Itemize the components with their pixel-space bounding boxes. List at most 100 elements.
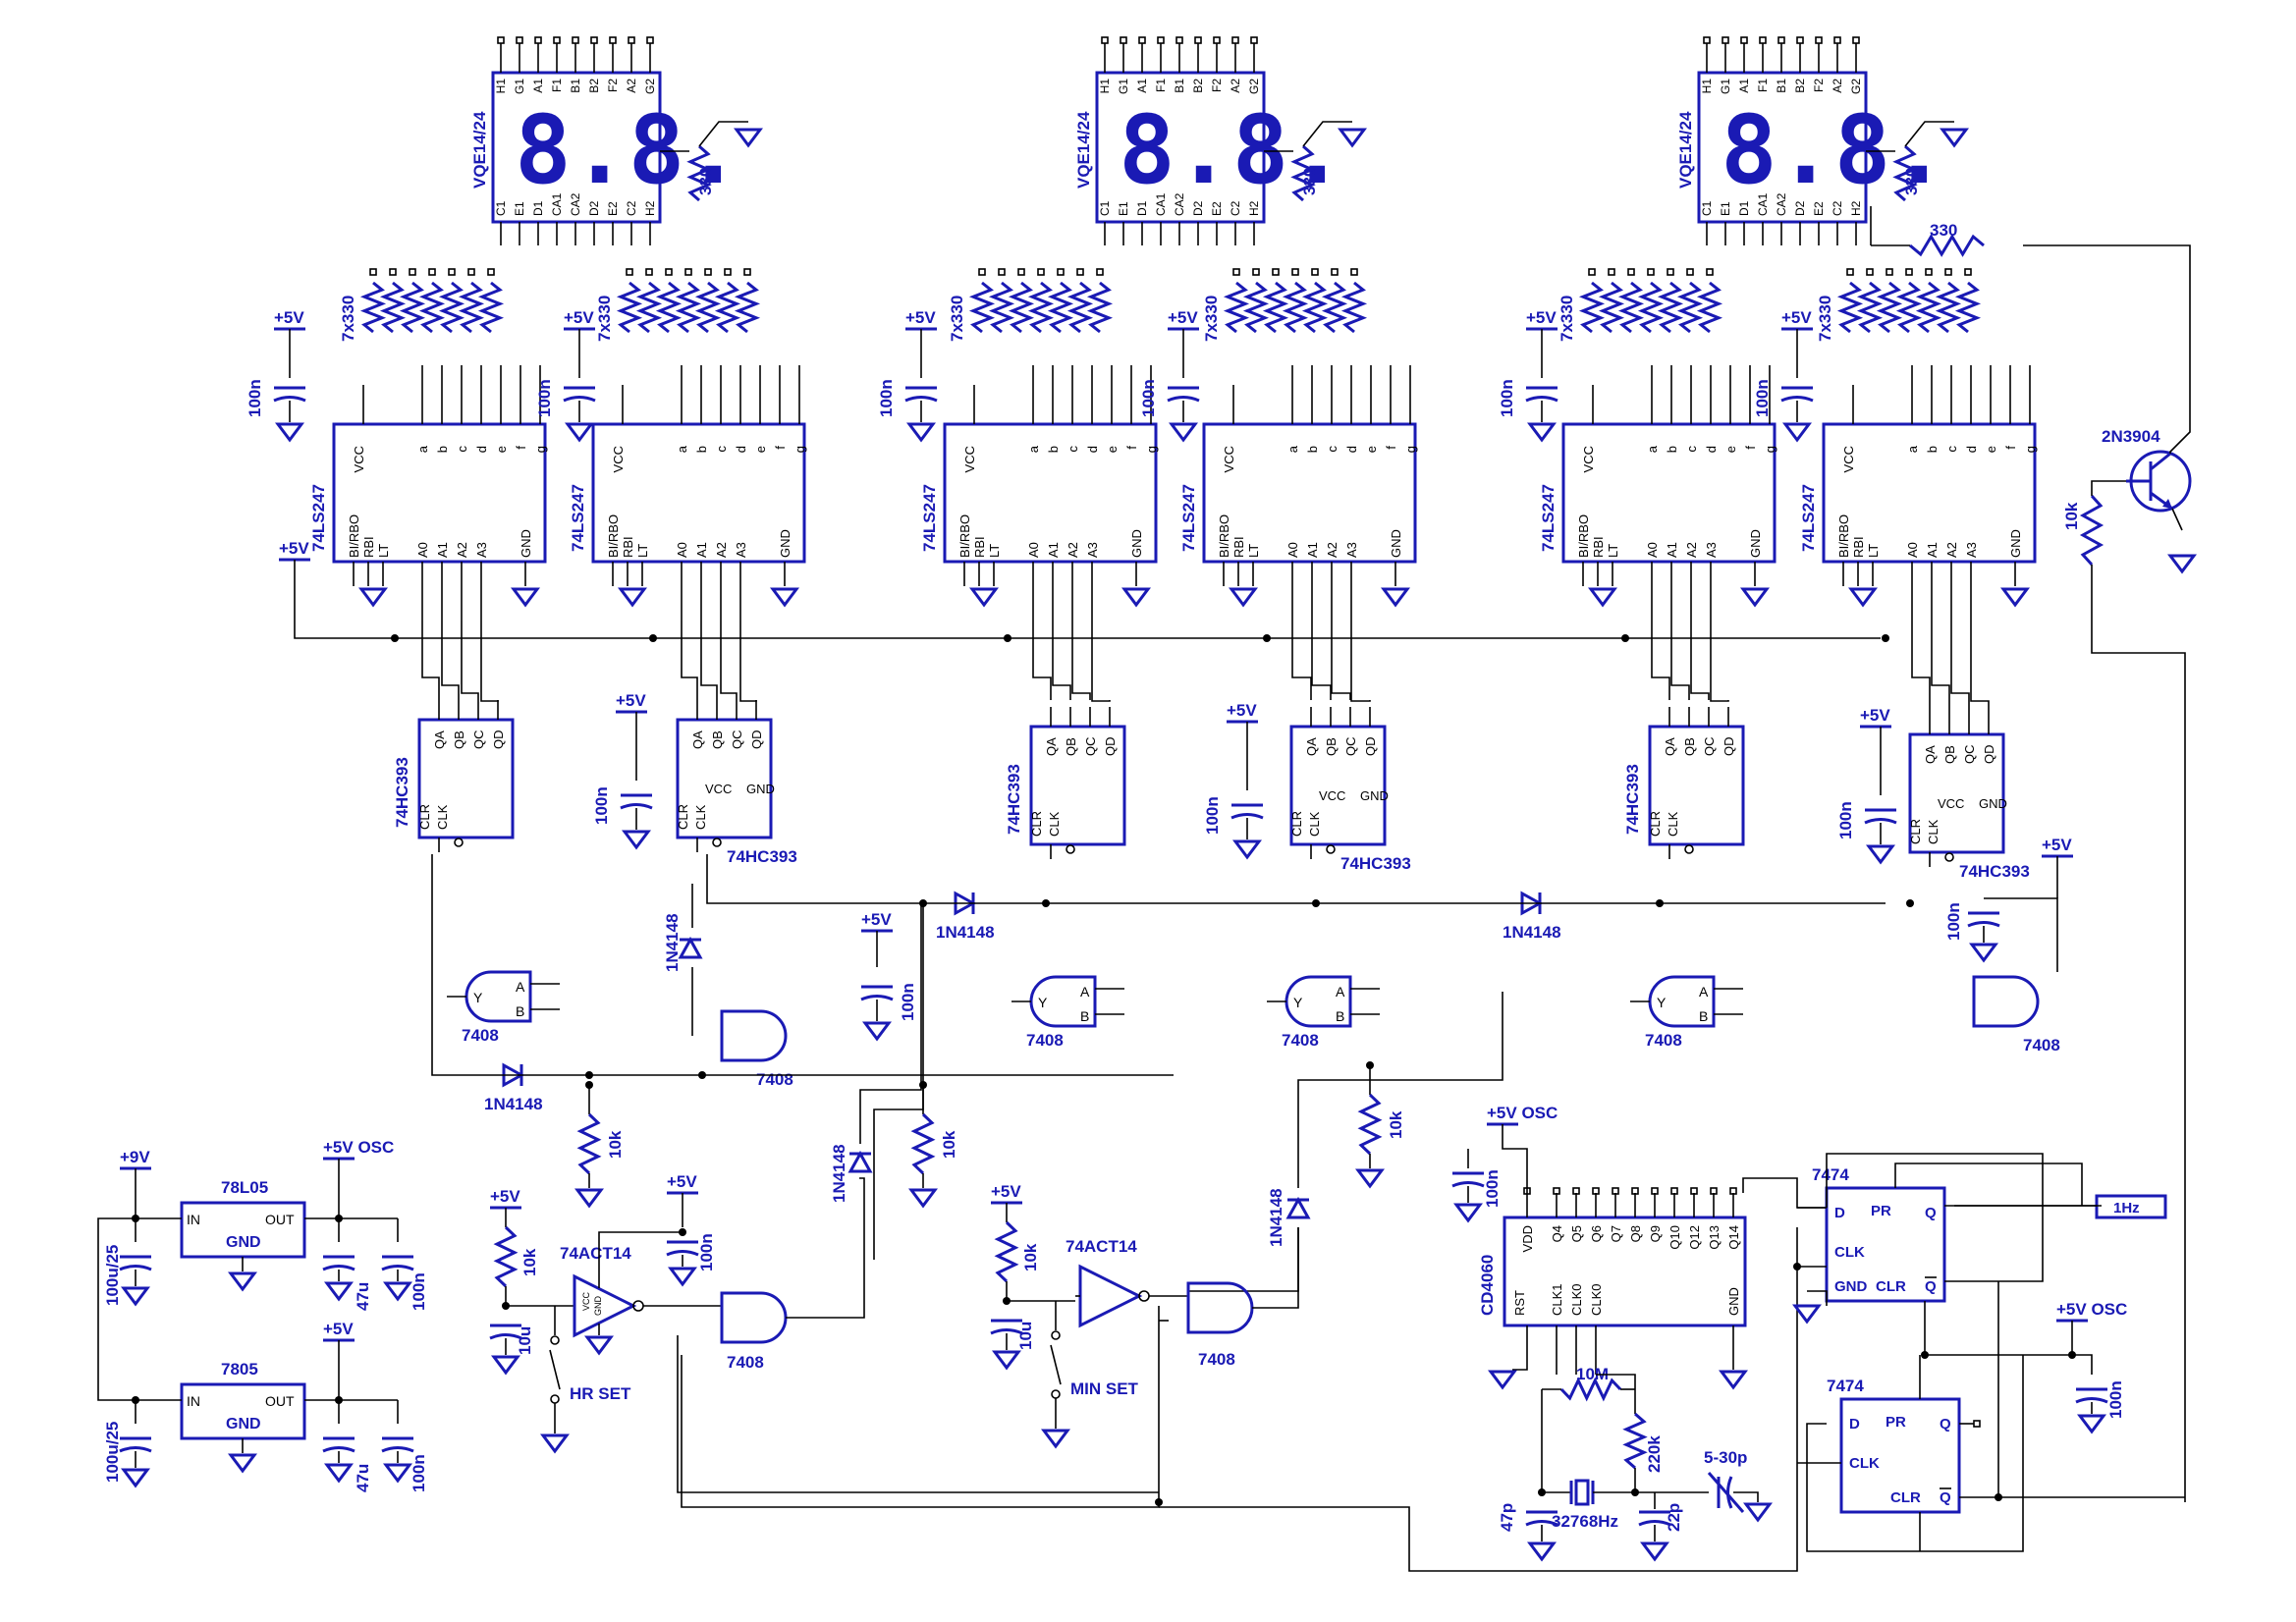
- schematic-mark: [1357, 1093, 1383, 1156]
- schematic-mark: [700, 621, 718, 700]
- schematic-label: QA: [1304, 737, 1319, 756]
- schematic-label: Y: [1038, 995, 1048, 1010]
- schematic-mark: [1047, 281, 1074, 334]
- schematic-mark: [1892, 144, 1918, 202]
- schematic-mark: [1777, 36, 1785, 44]
- schematic-label: 100n: [1139, 379, 1158, 417]
- schematic-mark: [448, 268, 456, 276]
- schematic-mark: [2171, 508, 2183, 531]
- schematic-mark: [1004, 634, 1011, 642]
- schematic-mark: [381, 1446, 414, 1453]
- schematic-label: LT: [1866, 544, 1881, 558]
- schematic-label: 10k: [1387, 1110, 1405, 1139]
- schematic-mark: [1656, 899, 1664, 907]
- schematic-label: D2: [587, 200, 601, 216]
- schematic-mark: [1667, 268, 1674, 276]
- schematic-mark: [573, 1273, 637, 1338]
- schematic-label: PR: [1871, 1203, 1891, 1219]
- schematic-label: 7805: [221, 1360, 258, 1379]
- schematic-mark: [1232, 839, 1262, 860]
- schematic-mark: [1027, 281, 1055, 334]
- schematic-label: +5V: [1781, 308, 1812, 327]
- schematic-label: A3: [1964, 542, 1979, 558]
- schematic-mark: [1301, 281, 1329, 334]
- schematic-label: E1: [1117, 201, 1130, 216]
- schematic-mark: [1525, 1520, 1558, 1527]
- schematic-mark: [421, 621, 440, 700]
- schematic-label: 7408: [1645, 1031, 1682, 1050]
- res-array-3: 7x330: [948, 268, 1114, 342]
- schematic-label: G2: [1247, 79, 1261, 94]
- schematic-label: 100n: [410, 1454, 428, 1492]
- schematic-label: GND: [519, 529, 533, 558]
- schematic-label: +5V: [991, 1182, 1021, 1201]
- schematic-mark: [121, 1468, 150, 1488]
- schematic-label: e: [1723, 446, 1738, 453]
- schematic-mark: [418, 281, 446, 334]
- pulldown-3: 10k: [1355, 1061, 1405, 1189]
- schematic-label: VCC: [705, 782, 732, 796]
- schematic-label: +5V: [905, 308, 936, 327]
- schematic-label: Q14: [1726, 1225, 1741, 1250]
- res-array-1: 7x330: [339, 268, 505, 342]
- schematic-label: 47u: [354, 1282, 372, 1311]
- schematic-mark: [968, 281, 996, 334]
- schematic-label: A: [516, 979, 525, 995]
- schematic-label: A1: [1305, 542, 1320, 558]
- schematic-mark: [502, 1302, 510, 1310]
- schematic-label: f: [1384, 446, 1398, 450]
- schematic-mark: [2000, 587, 2030, 608]
- schematic-label: 47p: [1498, 1503, 1516, 1532]
- schematic-mark: [943, 422, 1158, 564]
- schematic-label: CLK: [1666, 811, 1680, 837]
- schematic-label: CLR: [417, 804, 432, 830]
- schematic-mark: [550, 1335, 560, 1345]
- schematic-label: QD: [749, 730, 764, 750]
- schematic-label: A3: [734, 542, 748, 558]
- schematic-label: CLK: [435, 804, 450, 830]
- schematic-mark: [1924, 1301, 2023, 1356]
- schematic-label: a: [675, 445, 689, 453]
- schematic-label: CLK0: [1569, 1283, 1584, 1316]
- res-array-5: 7x330: [1558, 268, 1723, 342]
- schematic-label: 1N4148: [936, 923, 995, 942]
- schematic-mark: [119, 1446, 152, 1453]
- schematic-label: CLR: [1029, 811, 1044, 837]
- schematic-label: 100n: [1498, 379, 1516, 417]
- schematic-mark: [655, 281, 683, 334]
- schematic-mark: [1833, 36, 1841, 44]
- schematic-label: A2: [1066, 542, 1080, 558]
- schematic-label: 7x330: [595, 296, 614, 342]
- schematic-mark: [1931, 621, 1950, 715]
- schematic-label: 74ACT14: [560, 1244, 631, 1263]
- schematic-mark: [2077, 1414, 2106, 1434]
- schematic-label: f: [1743, 446, 1758, 450]
- schematic-mark: [1882, 634, 1889, 642]
- schematic-mark: [616, 281, 643, 334]
- schematic-label: 74LS247: [309, 484, 328, 552]
- schematic-label: 7474: [1812, 1165, 1849, 1184]
- schematic-mark: [491, 71, 662, 224]
- schematic-mark: [622, 830, 651, 850]
- schematic-mark: [1743, 1502, 1773, 1523]
- schematic-label: QC: [471, 730, 486, 750]
- schematic-mark: [1640, 1541, 1669, 1562]
- schematic-label: a: [1645, 445, 1660, 453]
- schematic-mark: [461, 621, 479, 700]
- schematic-mark: [383, 1463, 412, 1484]
- schematic-mark: [1066, 281, 1094, 334]
- schematic-mark: [1202, 422, 1417, 564]
- schematic-label: 10M: [1576, 1365, 1609, 1383]
- schematic-label: VCC: [962, 446, 977, 472]
- schematic-mark: [1091, 621, 1111, 702]
- schematic-label: Q9: [1648, 1225, 1663, 1242]
- schematic-mark: [665, 268, 673, 276]
- schematic-label: RBI: [1591, 536, 1606, 558]
- schematic-mark: [1559, 1377, 1622, 1402]
- schematic-label: RBI: [1851, 536, 1866, 558]
